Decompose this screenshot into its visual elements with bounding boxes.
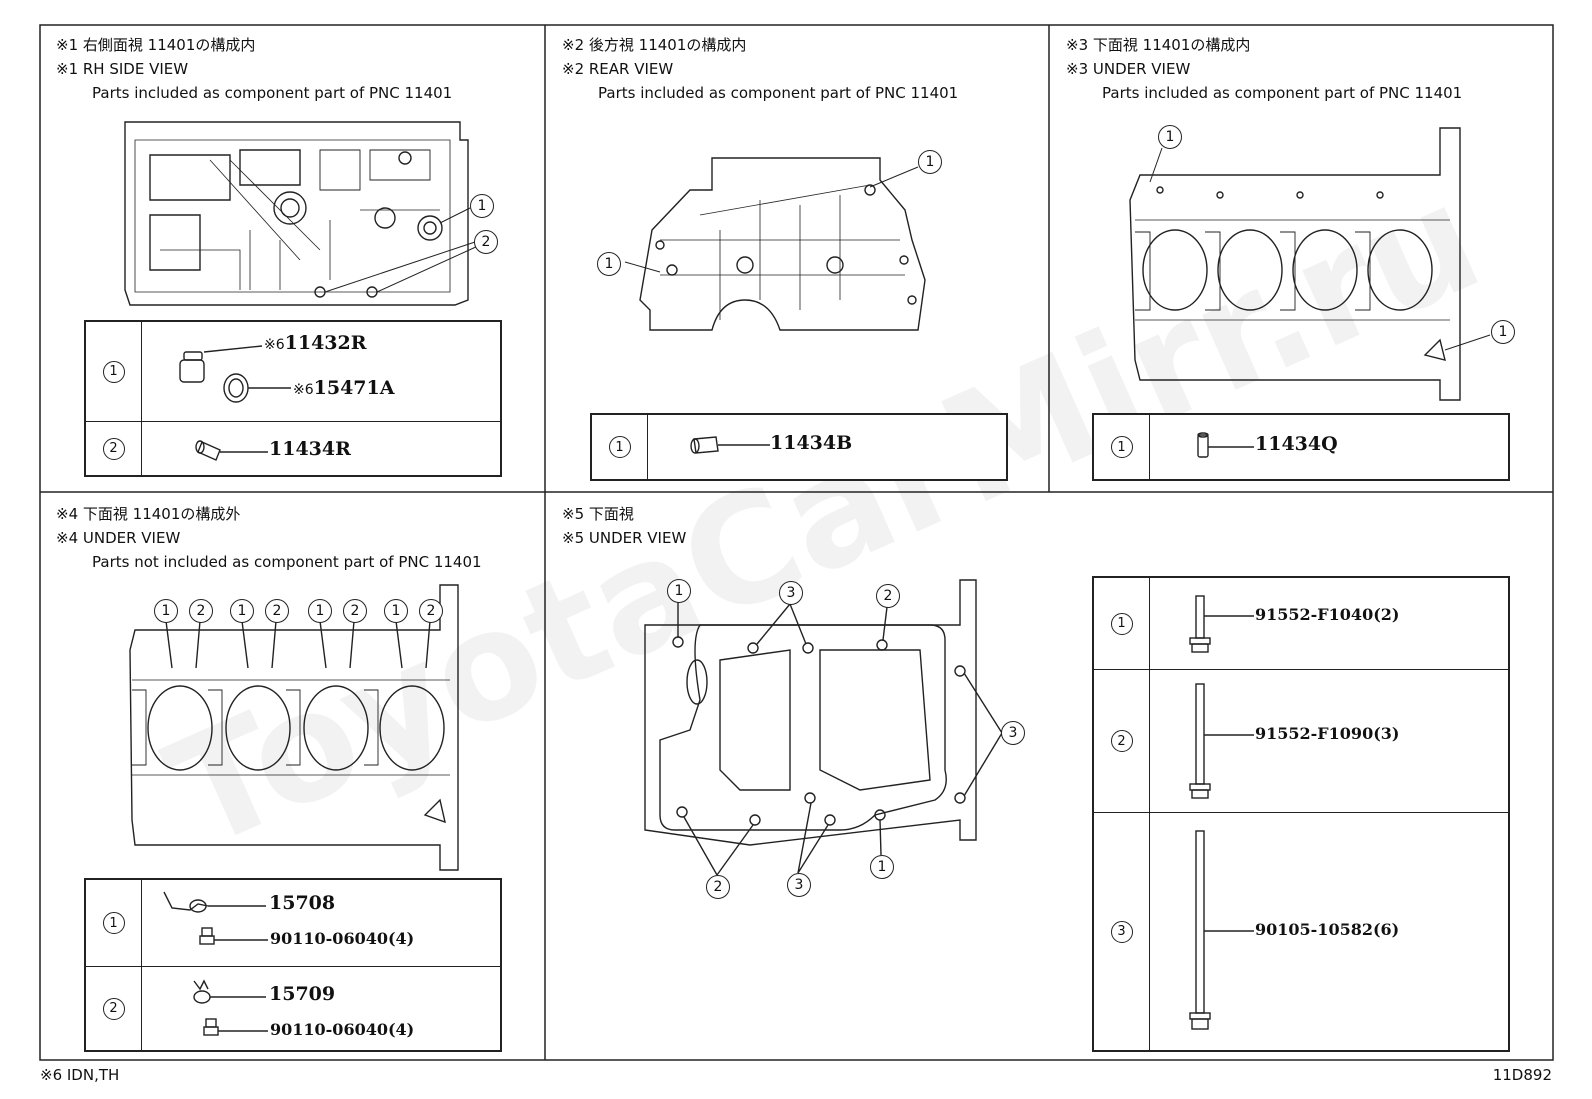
panel-2-title-jp: ※2 後方視 11401の構成内 (562, 36, 747, 54)
panel-2-subtitle: Parts included as component part of PNC … (598, 84, 959, 102)
panel-1-subtitle: Parts included as component part of PNC … (92, 84, 453, 102)
callout-3: 3 (1001, 721, 1025, 745)
callout-1: 1 (384, 599, 408, 623)
panel-4-header: ※4 下面視 11401の構成外 ※4 UNDER VIEW Parts not… (56, 502, 482, 574)
part-11434b: 11434B (770, 432, 853, 454)
table-row: 1 15708 90110-06040(4) (86, 880, 500, 966)
callout-3: 3 (787, 873, 811, 897)
bolt-short-drawing (1189, 595, 1254, 653)
pin-drawing (195, 440, 268, 461)
footnote: ※6 IDN,TH (40, 1066, 120, 1084)
panel-1-title-jp: ※1 右側面視 11401の構成内 (56, 36, 256, 54)
table-row: 2 15709 90110-06040(4) (86, 966, 500, 1050)
callout-2: 2 (265, 599, 289, 623)
pin-drawing (690, 436, 770, 454)
oil-jet-and-bolt-drawing (193, 979, 268, 1036)
table-row: 3 90105-10582(6) (1094, 812, 1508, 1050)
callout-1: 1 (667, 579, 691, 603)
callout-3: 3 (779, 581, 803, 605)
row-number: 2 (1110, 730, 1133, 752)
panel-5-title-en: ※5 UNDER VIEW (562, 529, 687, 547)
row-number: 1 (1110, 612, 1133, 635)
panel-4-parts-table: 1 15708 90110-06040(4) 2 (84, 878, 502, 1052)
panel-3-subtitle: Parts included as component part of PNC … (1102, 84, 1463, 102)
part-91552-f1040: 91552-F1040(2) (1255, 605, 1400, 624)
panel-5-parts-table: 1 91552-F1040(2) 2 91552-F1090 (1092, 576, 1510, 1052)
table-row: 1 91552-F1040(2) (1094, 578, 1508, 669)
callout-1: 1 (154, 599, 178, 623)
part-90105-10582: 90105-10582(6) (1255, 920, 1400, 939)
panel-4-title-jp: ※4 下面視 11401の構成外 (56, 505, 241, 523)
table-row: 1 11434B (592, 415, 1006, 479)
part-91552-f1090: 91552-F1090(3) (1255, 724, 1400, 743)
panel-5-header: ※5 下面視 ※5 UNDER VIEW (562, 502, 686, 550)
part-15471a: ※615471A (293, 377, 395, 399)
row-number: 1 (102, 360, 125, 383)
panel-3-title-en: ※3 UNDER VIEW (1066, 60, 1191, 78)
panel-1-title-en: ※1 RH SIDE VIEW (56, 60, 189, 78)
oil-jet-and-bolt-drawing (163, 891, 268, 945)
bolt-medium-drawing (1189, 683, 1254, 799)
part-11434q: 11434Q (1255, 433, 1338, 455)
part-90110-06040: 90110-06040(4) (270, 929, 415, 948)
callout-1: 1 (470, 194, 494, 218)
row-number: 3 (1110, 920, 1133, 943)
callout-2: 2 (474, 230, 498, 254)
callout-1: 1 (870, 855, 894, 879)
row-number: 1 (608, 436, 631, 458)
panel-2-title-en: ※2 REAR VIEW (562, 60, 674, 78)
panel-2-parts-table: 1 11434B (590, 413, 1008, 481)
part-11432r: ※611432R (264, 332, 367, 354)
callout-1: 1 (918, 150, 942, 174)
panel-2-header: ※2 後方視 11401の構成内 ※2 REAR VIEW Parts incl… (562, 33, 958, 105)
callout-2: 2 (419, 599, 443, 623)
panel-5-title-jp: ※5 下面視 (562, 505, 634, 523)
table-row: 1 ※611432R ※615471A (86, 322, 500, 421)
callout-1: 1 (1158, 125, 1182, 149)
panel-3-parts-table: 1 11434Q (1092, 413, 1510, 481)
callout-1: 1 (308, 599, 332, 623)
callout-1: 1 (1491, 320, 1515, 344)
row-number: 2 (102, 997, 125, 1020)
panel-3-title-jp: ※3 下面視 11401の構成内 (1066, 36, 1251, 54)
bolt-long-drawing (1189, 830, 1254, 1030)
callout-2: 2 (706, 875, 730, 899)
panel-1-parts-table: 1 ※611432R ※615471A 2 (84, 320, 502, 477)
row-number: 1 (1110, 436, 1133, 458)
table-row: 2 91552-F1090(3) (1094, 669, 1508, 812)
panel-1-header: ※1 右側面視 11401の構成内 ※1 RH SIDE VIEW Parts … (56, 33, 452, 105)
pin-drawing (1197, 432, 1254, 458)
row-number: 2 (102, 437, 125, 460)
part-90110-06040: 90110-06040(4) (270, 1020, 415, 1039)
panel-4-subtitle: Parts not included as component part of … (92, 553, 482, 571)
table-row: 1 11434Q (1094, 415, 1508, 479)
plug-and-seal-drawing (179, 345, 291, 403)
callout-1: 1 (597, 252, 621, 276)
part-15708: 15708 (269, 892, 336, 914)
part-15709: 15709 (269, 983, 336, 1005)
callout-2: 2 (876, 584, 900, 608)
part-11434r: 11434R (269, 438, 351, 460)
row-number: 1 (102, 912, 125, 934)
table-row: 2 11434R (86, 421, 500, 475)
callout-1: 1 (230, 599, 254, 623)
diagram-code: 11D892 (1492, 1066, 1552, 1084)
panel-4-title-en: ※4 UNDER VIEW (56, 529, 181, 547)
panel-3-header: ※3 下面視 11401の構成内 ※3 UNDER VIEW Parts inc… (1066, 33, 1462, 105)
callout-2: 2 (189, 599, 213, 623)
callout-2: 2 (343, 599, 367, 623)
